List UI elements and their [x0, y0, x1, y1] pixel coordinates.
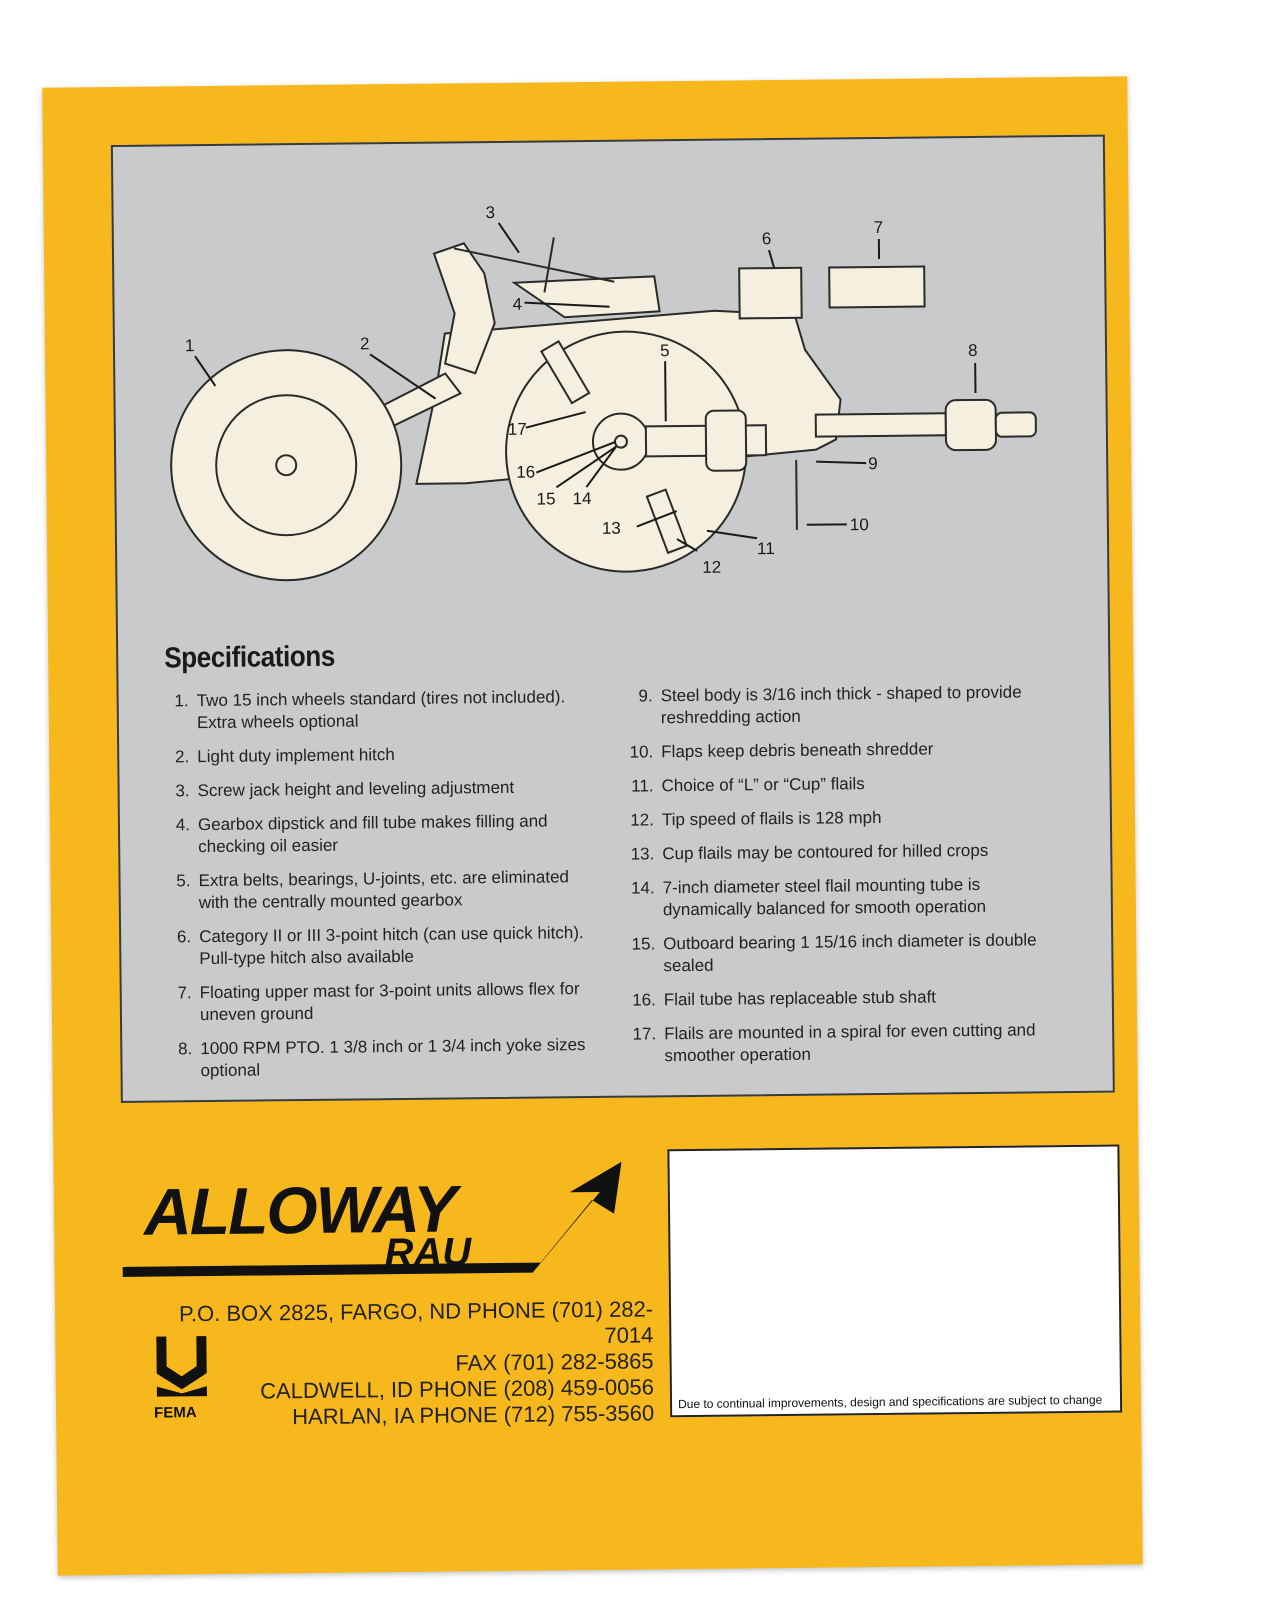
callout-4: 4	[512, 295, 522, 314]
spec-item: 4. Gearbox dipstick and fill tube makes f…	[164, 810, 594, 859]
fema-label: FEMA	[154, 1404, 197, 1422]
spec-item: 1. Two 15 inch wheels standard (tires not…	[163, 686, 593, 735]
callout-8: 8	[968, 341, 978, 360]
callout-15: 15	[536, 489, 555, 508]
spec-number: 11.	[631, 776, 654, 796]
spec-item: 6. Category II or III 3-point hitch (can …	[165, 922, 595, 971]
spec-item: 5. Extra belts, bearings, U-joints, etc. …	[164, 866, 594, 915]
spec-number: 8.	[178, 1039, 193, 1059]
spec-text: Floating upper mast for 3-point units al…	[199, 979, 580, 1025]
spec-text: Tip speed of flails is 128 mph	[661, 807, 882, 830]
spec-number: 1.	[174, 691, 189, 711]
spec-item: 8. 1000 RPM PTO. 1 3/8 inch or 1 3/4 inch…	[166, 1034, 596, 1083]
spec-item: 17. Flails are mounted in a spiral for ev…	[630, 1019, 1070, 1068]
callout-17: 17	[508, 420, 527, 439]
spec-text: Steel body is 3/16 inch thick - shaped t…	[660, 682, 1022, 728]
spec-text: Flaps keep debris beneath shredder	[661, 739, 934, 762]
spec-item: 12. Tip speed of flails is 128 mph	[628, 805, 1068, 832]
spec-number: 15.	[631, 934, 656, 954]
spec-text: Cup flails may be contoured for hilled c…	[662, 840, 989, 864]
shredder-diagram: 1 2 3 4 5 6 7 8 9 10 11 12 13 14 15 16 1…	[170, 203, 1037, 582]
spec-text: Screw jack height and leveling adjustmen…	[197, 777, 515, 801]
dealer-stamp-box: Due to continual improvements, design an…	[667, 1144, 1123, 1418]
spec-list-right: 9. Steel body is 3/16 inch thick - shaped…	[627, 681, 1071, 1080]
callout-12: 12	[702, 558, 721, 577]
disclaimer-text: Due to continual improvements, design an…	[677, 1392, 1103, 1412]
contact-line: HARLAN, IA PHONE (712) 755-3560	[292, 1400, 655, 1430]
machine-illustration	[170, 237, 1037, 582]
fema-logo-icon	[156, 1336, 207, 1397]
callout-11: 11	[757, 539, 775, 558]
spec-text: Light duty implement hitch	[197, 745, 395, 767]
spec-item: 14. 7-inch diameter steel flail mounting …	[629, 873, 1069, 922]
spec-text: Choice of “L” or “Cup” flails	[661, 774, 865, 796]
spec-number: 14.	[630, 878, 655, 898]
spec-number: 4.	[175, 815, 191, 835]
spec-item: 13. Cup flails may be contoured for hille…	[628, 839, 1068, 866]
spec-number: 9.	[638, 686, 653, 706]
callout-14: 14	[572, 489, 591, 508]
logo-main-text: ALLOWAY	[142, 1171, 463, 1248]
spec-text: 1000 RPM PTO. 1 3/8 inch or 1 3/4 inch y…	[200, 1035, 586, 1081]
contact-info: P.O. BOX 2825, FARGO, ND PHONE (701) 282…	[153, 1296, 654, 1431]
spec-text: Outboard bearing 1 15/16 inch diameter i…	[663, 930, 1037, 976]
callout-leaders	[194, 222, 977, 552]
spec-item: 2. Light duty implement hitch	[163, 742, 593, 769]
contact-line: P.O. BOX 2825, FARGO, ND PHONE (701) 282…	[178, 1296, 654, 1348]
spec-text: Category II or III 3-point hitch (can us…	[199, 923, 584, 969]
spec-number: 12.	[630, 810, 655, 830]
callout-3: 3	[485, 203, 495, 222]
spec-list-left: 1. Two 15 inch wheels standard (tires not…	[163, 686, 597, 1094]
spec-text: Flail tube has replaceable stub shaft	[663, 987, 937, 1010]
spec-number: 7.	[177, 983, 192, 1003]
spec-number: 16.	[632, 990, 656, 1010]
spec-number: 2.	[174, 747, 190, 767]
callout-1: 1	[185, 336, 195, 355]
callout-13: 13	[602, 519, 621, 538]
spec-item: 3. Screw jack height and leveling adjustm…	[163, 776, 593, 803]
company-block: ALLOWAY RAU P.O. BOX 2825, FARGO, ND PHO…	[121, 1151, 664, 1429]
spec-number: 13.	[630, 844, 655, 864]
callout-7: 7	[874, 218, 884, 237]
spec-item: 16. Flail tube has replaceable stub shaft	[630, 985, 1070, 1012]
specifications-heading: Specifications	[164, 640, 336, 675]
callout-2: 2	[360, 334, 370, 353]
spec-number: 5.	[176, 871, 191, 891]
spec-text: Two 15 inch wheels standard (tires not i…	[196, 687, 566, 733]
callout-10: 10	[850, 515, 869, 534]
spec-panel: 1 2 3 4 5 6 7 8 9 10 11 12 13 14 15 16 1…	[110, 134, 1115, 1103]
spec-number: 17.	[632, 1024, 657, 1044]
brochure-page: 1 2 3 4 5 6 7 8 9 10 11 12 13 14 15 16 1…	[42, 76, 1143, 1576]
callout-9: 9	[868, 454, 878, 473]
spec-text: Gearbox dipstick and fill tube makes fil…	[197, 811, 548, 857]
spec-item: 9. Steel body is 3/16 inch thick - shaped…	[627, 681, 1067, 730]
spec-number: 10.	[629, 742, 654, 762]
spec-item: 10. Flaps keep debris beneath shredder	[627, 737, 1067, 764]
spec-number: 3.	[175, 781, 190, 801]
logo-sub-text: RAU	[384, 1230, 472, 1275]
spec-item: 7. Floating upper mast for 3-point units …	[166, 978, 596, 1027]
spec-text: 7-inch diameter steel flail mounting tub…	[662, 874, 987, 920]
spec-text: Extra belts, bearings, U-joints, etc. ar…	[198, 867, 570, 913]
spec-item: 15. Outboard bearing 1 15/16 inch diamete…	[629, 929, 1069, 978]
spec-item: 11. Choice of “L” or “Cup” flails	[627, 771, 1067, 798]
callout-5: 5	[660, 341, 670, 360]
alloway-rau-logo: ALLOWAY RAU	[122, 1161, 622, 1277]
callout-6: 6	[762, 229, 772, 248]
callout-labels: 1 2 3 4 5 6 7 8 9 10 11 12 13 14 15 16 1…	[185, 203, 978, 577]
callout-16: 16	[516, 463, 535, 482]
spec-text: Flails are mounted in a spiral for even …	[664, 1020, 1036, 1066]
spec-number: 6.	[176, 927, 192, 947]
